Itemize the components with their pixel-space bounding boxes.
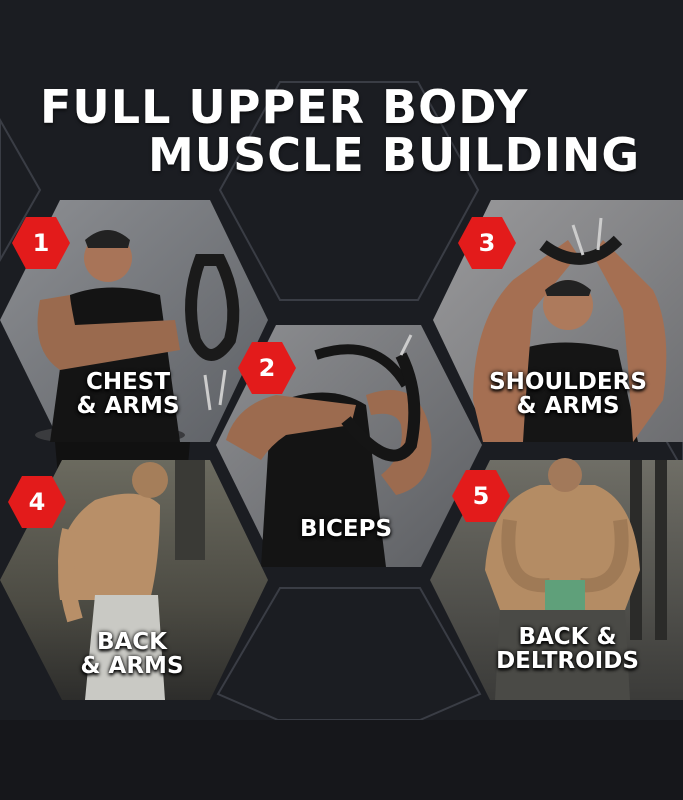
shoulders-arms-label: SHOULDERS & ARMS xyxy=(468,370,668,418)
chest-arms-label: CHEST & ARMS xyxy=(58,370,198,418)
back-arms-label-line-2: & ARMS xyxy=(80,653,184,679)
badge-5-number: 5 xyxy=(472,482,490,510)
chest-arms-label-line-2: & ARMS xyxy=(76,393,180,419)
chest-arms-photo xyxy=(0,200,268,500)
biceps-label: BICEPS xyxy=(271,517,421,541)
back-arms-label-line-1: BACK xyxy=(96,629,168,655)
exercise-card-biceps: BICEPS xyxy=(216,325,482,567)
biceps-photo xyxy=(216,325,482,567)
badge-4: 4 xyxy=(8,476,66,528)
badge-3: 3 xyxy=(458,217,516,269)
exercise-card-chest-arms: CHEST & ARMS xyxy=(0,200,268,500)
badge-4-hexagon xyxy=(8,476,66,528)
biceps-label-line-1: BICEPS xyxy=(299,516,393,542)
badge-5: 5 xyxy=(452,470,510,522)
badge-2-hexagon xyxy=(238,342,296,394)
badge-1-hexagon xyxy=(12,217,70,269)
badge-1: 1 xyxy=(12,217,70,269)
title-line-1: FULL UPPER BODY xyxy=(40,80,529,134)
exercise-card-back-arms: BACK & ARMS xyxy=(0,460,268,700)
badge-3-number: 3 xyxy=(478,229,496,257)
badge-1-number: 1 xyxy=(32,229,50,257)
shoulders-arms-label-line-1: SHOULDERS xyxy=(489,369,647,395)
badge-3-hexagon xyxy=(458,217,516,269)
back-deltroids-label-line-2: DELTROIDS xyxy=(496,648,639,674)
back-arms-photo xyxy=(0,460,268,700)
back-deltroids-label: BACK & DELTROIDS xyxy=(480,625,655,673)
back-arms-label: BACK & ARMS xyxy=(62,630,202,678)
back-deltroids-label-line-1: BACK & xyxy=(518,624,617,650)
badge-2-number: 2 xyxy=(258,354,276,382)
badge-5-hexagon xyxy=(452,470,510,522)
shoulders-arms-label-line-2: & ARMS xyxy=(516,393,620,419)
chest-arms-label-line-1: CHEST xyxy=(85,369,171,395)
badge-2: 2 xyxy=(238,342,296,394)
badge-4-number: 4 xyxy=(28,488,46,516)
title-line-2: MUSCLE BUILDING xyxy=(148,128,641,182)
